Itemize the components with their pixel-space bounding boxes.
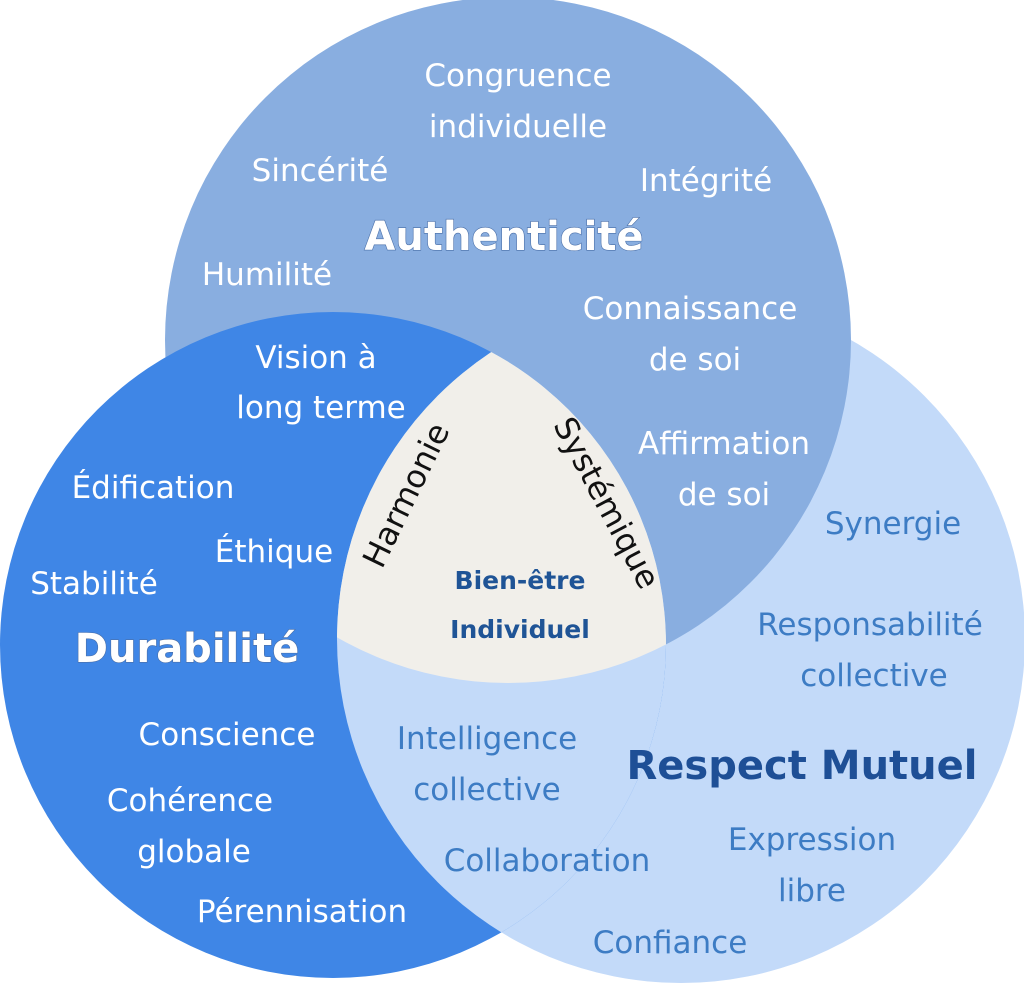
congruence-label-line2: individuelle (429, 109, 607, 145)
confiance-label: Confiance (593, 925, 748, 961)
coherence-label-line2: globale (137, 834, 251, 870)
integrite-label: Intégrité (640, 163, 772, 199)
respect-mutuel-title: Respect Mutuel (627, 743, 978, 789)
responsabilite-label-line2: collective (800, 658, 948, 694)
intelligence-label-line1: Intelligence (397, 721, 577, 757)
connaissance-label-line1: Connaissance (583, 291, 798, 327)
intelligence-label-line2: collective (413, 772, 561, 808)
affirmation-label-line1: Affirmation (638, 426, 810, 462)
perennisation-label: Pérennisation (197, 894, 407, 930)
humilite-label: Humilité (202, 257, 332, 293)
sincerite-label: Sincérité (252, 153, 389, 189)
affirmation-label-line2: de soi (678, 477, 770, 513)
conscience-label: Conscience (139, 717, 316, 753)
ethique-label: Éthique (215, 534, 333, 570)
responsabilite-label-line1: Responsabilité (757, 607, 983, 643)
center-label-line1: Bien-être (455, 566, 586, 595)
authenticite-title: Authenticité (364, 214, 643, 260)
vision-label-line2: long terme (236, 390, 405, 426)
connaissance-label-line2: de soi (649, 342, 741, 378)
expression-label-line2: libre (778, 873, 846, 909)
durabilite-title: Durabilité (75, 626, 299, 672)
vision-label-line1: Vision à (255, 340, 376, 376)
collaboration-label: Collaboration (444, 843, 651, 879)
center-label-line2: Individuel (450, 615, 590, 644)
synergie-label: Synergie (825, 506, 961, 542)
coherence-label-line1: Cohérence (107, 783, 273, 819)
congruence-label-line1: Congruence (424, 58, 611, 94)
expression-label-line1: Expression (728, 822, 896, 858)
edification-label: Édification (72, 470, 235, 506)
center-region (337, 312, 666, 683)
stabilite-label: Stabilité (30, 566, 158, 602)
